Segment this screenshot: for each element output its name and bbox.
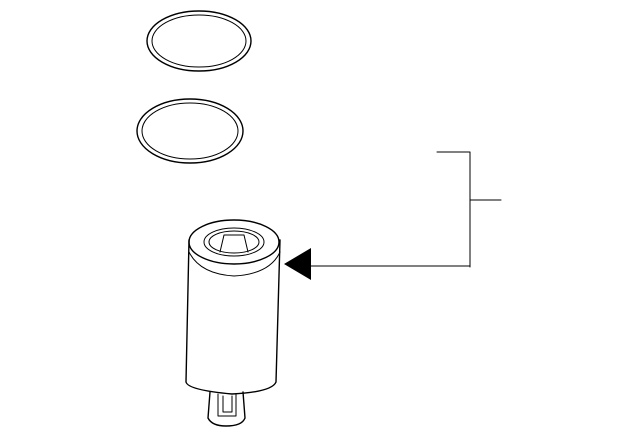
filter-cartridge xyxy=(185,219,281,427)
o-ring-upper xyxy=(146,10,252,72)
callout-arrowhead xyxy=(284,248,311,280)
callout-bracket xyxy=(284,151,502,280)
o-ring-lower xyxy=(136,98,244,164)
